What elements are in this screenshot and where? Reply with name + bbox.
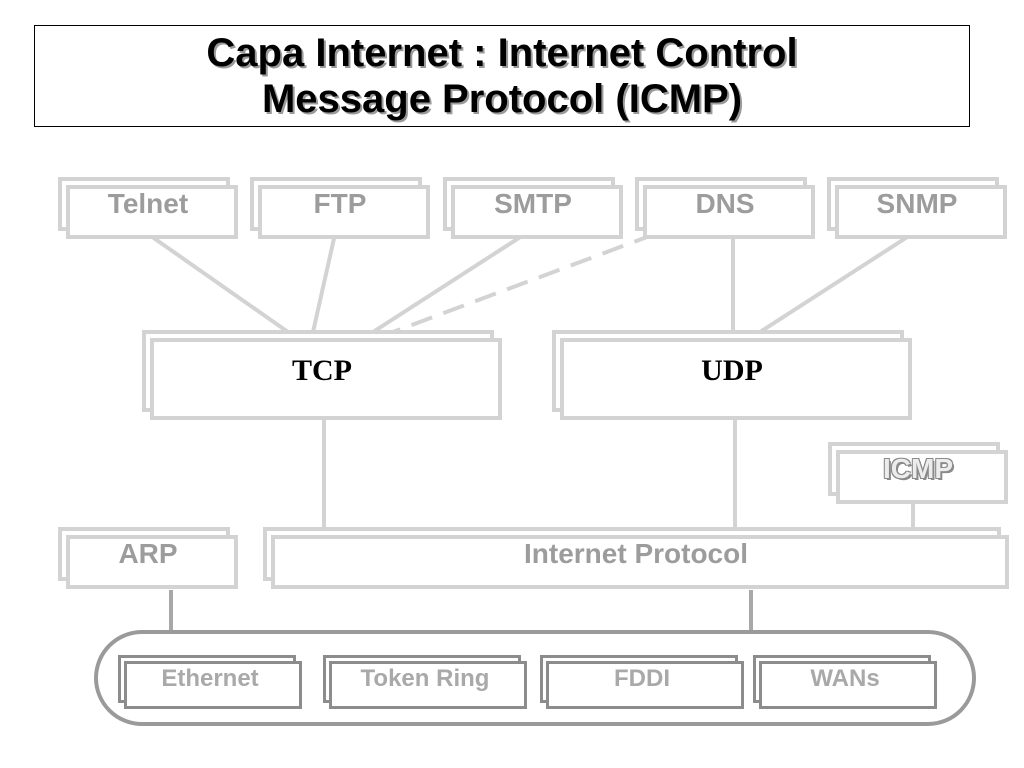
udp-box: UDP — [552, 330, 912, 420]
internet-protocol-box: Internet Protocol — [263, 527, 1009, 589]
ethernet-box: Ethernet — [118, 655, 302, 709]
icmp-label: ICMP — [883, 453, 953, 484]
connector-ftp-tcp — [311, 233, 337, 333]
icmp-box: ICMP — [828, 442, 1008, 504]
connector-snmp-udp — [758, 232, 914, 334]
ftp-box: FTP — [250, 177, 430, 239]
smtp-box: SMTP — [443, 177, 623, 239]
title-box: Capa Internet : Internet Control Message… — [34, 25, 970, 127]
internet-protocol-label: Internet Protocol — [523, 538, 748, 569]
token-ring-label: Token Ring — [360, 665, 490, 692]
telnet-label: Telnet — [107, 188, 189, 219]
wans-box: WANs — [753, 655, 937, 709]
ethernet-label: Ethernet — [161, 665, 259, 692]
snmp-label: SNMP — [876, 188, 958, 219]
snmp-box: SNMP — [827, 177, 1007, 239]
token-ring-box: Token Ring — [323, 655, 527, 709]
telnet-box: Telnet — [58, 177, 238, 239]
connector-smtp-tcp — [371, 232, 527, 334]
title-line-2: Message Protocol (ICMP) — [261, 77, 743, 121]
arp-box: ARP — [58, 527, 238, 589]
network-access-container — [94, 630, 976, 726]
smtp-label: SMTP — [494, 188, 572, 219]
connector-telnet-tcp — [146, 232, 290, 334]
udp-label: UDP — [701, 354, 763, 387]
connector-dns-tcp — [392, 232, 656, 334]
dns-label: DNS — [695, 188, 755, 219]
ftp-label: FTP — [313, 188, 367, 219]
dns-box: DNS — [635, 177, 815, 239]
fddi-label: FDDI — [614, 665, 670, 692]
fddi-box: FDDI — [540, 655, 744, 709]
tcp-box: TCP — [142, 330, 502, 420]
wans-label: WANs — [810, 665, 880, 692]
arp-label: ARP — [118, 538, 178, 569]
tcp-label: TCP — [292, 354, 352, 387]
title-line-1: Capa Internet : Internet Control — [206, 31, 798, 75]
